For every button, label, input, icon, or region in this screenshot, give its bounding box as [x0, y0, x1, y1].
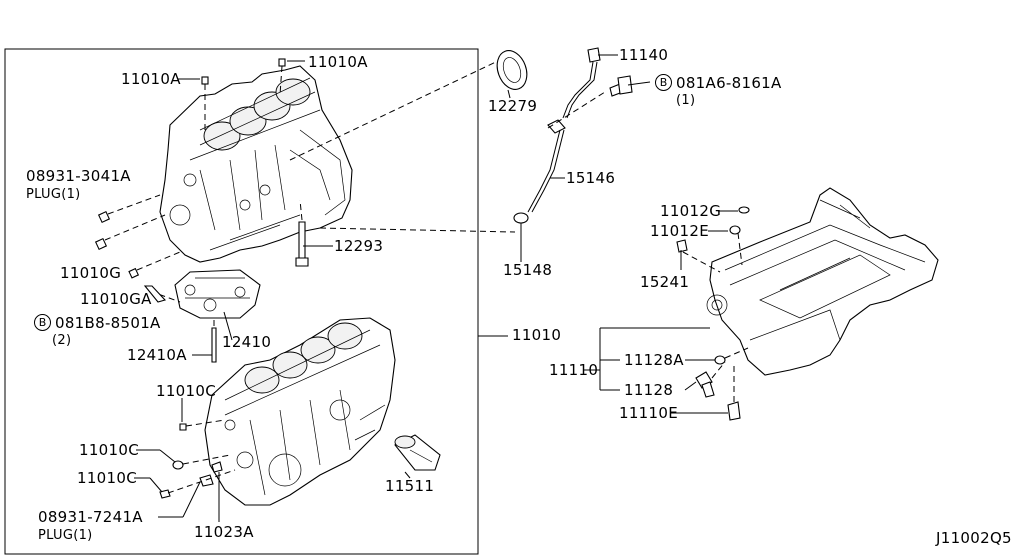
- label-11010: 11010: [512, 326, 562, 344]
- label-11012G: 11012G: [660, 202, 722, 220]
- label-plug-bottom: PLUG(1): [38, 528, 93, 543]
- bolt-marker-icon-2: B: [655, 74, 672, 91]
- label-11010C-c: 11010C: [77, 469, 137, 487]
- label-11010A-left: 11010A: [121, 70, 181, 88]
- label-081A6-8161A: 081A6-8161A: [676, 74, 782, 92]
- oil-level-gauge: [527, 47, 601, 213]
- label-plug-top: PLUG(1): [26, 187, 81, 202]
- label-12279: 12279: [488, 97, 538, 115]
- diagram-id: J11002Q5: [936, 529, 1012, 547]
- label-081B8-8501A: 081B8-8501A: [55, 314, 161, 332]
- label-qty-2: (2): [52, 333, 72, 348]
- label-15146: 15146: [566, 169, 616, 187]
- label-12410: 12410: [222, 333, 272, 351]
- label-11010G: 11010G: [60, 264, 122, 282]
- label-15241: 15241: [640, 273, 690, 291]
- label-11128A: 11128A: [624, 351, 684, 369]
- label-11012E: 11012E: [650, 222, 709, 240]
- label-11140: 11140: [619, 46, 669, 64]
- oil-seal-12279: [496, 50, 528, 90]
- front-cover-12410: [174, 269, 261, 319]
- label-qty-1: (1): [676, 93, 696, 108]
- knock-sensor-11511: [394, 434, 441, 471]
- label-12410A: 12410A: [127, 346, 187, 364]
- block-group-frame: [4, 48, 479, 555]
- label-11511: 11511: [385, 477, 435, 495]
- label-11010C-b: 11010C: [79, 441, 139, 459]
- lower-cylinder-block: [204, 317, 396, 506]
- label-12293: 12293: [334, 237, 384, 255]
- label-11110: 11110: [549, 361, 599, 379]
- label-08931-3041A: 08931-3041A: [26, 167, 131, 185]
- label-11010C-a: 11010C: [156, 382, 216, 400]
- label-15148: 15148: [503, 261, 553, 279]
- bolt-marker-icon: B: [34, 314, 51, 331]
- label-11023A: 11023A: [194, 523, 254, 541]
- oil-pan-assembly: [706, 187, 939, 376]
- label-11128: 11128: [624, 381, 674, 399]
- upper-cylinder-block: [159, 65, 353, 263]
- label-11010GA: 11010GA: [80, 290, 152, 308]
- label-11110E: 11110E: [619, 404, 678, 422]
- label-11010A-top: 11010A: [308, 53, 368, 71]
- label-08931-7241A: 08931-7241A: [38, 508, 143, 526]
